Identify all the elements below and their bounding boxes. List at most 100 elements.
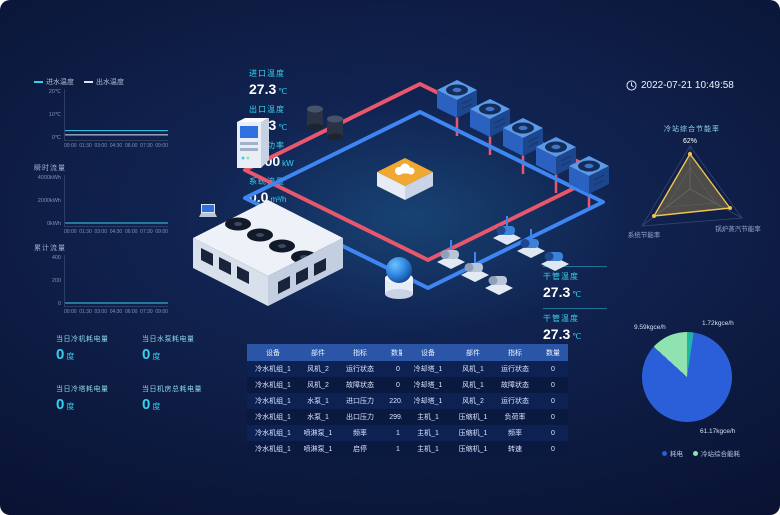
y-tick: 400 (51, 255, 61, 261)
legend-dot (662, 450, 667, 456)
pipe-temp-value: 27.3 (543, 326, 571, 342)
pie-chart (642, 332, 732, 422)
chart-canvas (65, 255, 168, 306)
chart-plot (64, 175, 168, 227)
table-cell: 0 (538, 441, 568, 457)
table-cell: 冷水机组_1 (247, 377, 299, 393)
y-tick: 2000kWh (37, 198, 61, 204)
x-tick: 03:00 (94, 229, 107, 235)
counter-unit: 度 (66, 352, 75, 361)
chart-canvas (65, 89, 168, 140)
counter-label: 当日机房总耗电量 (142, 386, 202, 393)
x-tick: 09:00 (155, 309, 168, 315)
pipe-temp-unit: ℃ (572, 290, 582, 299)
table-cell: 0 (538, 393, 568, 409)
legend-swatch (84, 80, 93, 83)
table-cell: 冷却塔_1 (402, 361, 454, 377)
table-cell: 运行状态 (492, 393, 538, 409)
x-tick: 03:00 (94, 309, 107, 315)
table-cell: 故障状态 (492, 377, 538, 393)
table-cell: 冷水机组_1 (247, 409, 299, 425)
counter-label: 当日冷机耗电量 (56, 336, 109, 343)
x-tick: 01:30 (79, 229, 92, 235)
table-cell: 主机_1 (402, 425, 454, 441)
radar-axis-left-label: 系统节能率 (628, 230, 661, 239)
counter-label: 当日水泵耗电量 (142, 336, 195, 343)
y-tick: 0 (57, 301, 61, 307)
chart-plot (64, 255, 168, 307)
table-header-row: 设备部件指标数量 (402, 344, 568, 361)
table-cell: 0 (538, 361, 568, 377)
chart-title: 瞬时流量 (34, 164, 66, 172)
column-header: 部件 (299, 344, 337, 361)
column-header: 设备 (247, 344, 299, 361)
x-tick: 07:30 (140, 143, 153, 149)
x-tick: 07:30 (140, 229, 153, 235)
y-tick: 10℃ (48, 112, 61, 118)
column-header: 部件 (454, 344, 492, 361)
table-cell: 冷水机组_1 (247, 393, 299, 409)
table-cell: 负荷率 (492, 409, 538, 425)
table-cell: 水泵_1 (299, 409, 337, 425)
table-cell: 故障状态 (337, 377, 383, 393)
pie-slice-label-green: 9.59kgce/h (634, 324, 666, 331)
table-cell: 压缩机_1 (454, 441, 492, 457)
table-cell: 冷却塔_1 (402, 393, 454, 409)
x-tick: 01:30 (79, 309, 92, 315)
table-cell: 压缩机_1 (454, 425, 492, 441)
counter-unit: 度 (66, 402, 75, 411)
y-tick: 0kWh (46, 221, 61, 227)
pie-slice-label-blue: 61.17kgce/h (700, 428, 736, 435)
y-tick: 4000kWh (37, 175, 61, 181)
x-tick: 00:00 (64, 143, 77, 149)
column-header: 指标 (337, 344, 383, 361)
chiller-unit (193, 200, 343, 306)
counter-value: 0 (142, 396, 151, 413)
x-tick: 00:00 (64, 309, 77, 315)
chart-canvas (65, 175, 168, 226)
x-tick: 04:30 (109, 143, 123, 149)
counter-unit: 度 (152, 352, 161, 361)
pipe-temp-label: 干管温度 (543, 314, 579, 323)
control-cabinet (237, 118, 269, 168)
chart-y-axis: 20℃ 10℃ 0℃ (34, 89, 64, 141)
column-header: 数量 (538, 344, 568, 361)
table-cell: 喷淋泵_1 (299, 441, 337, 457)
table-cell: 转速 (492, 441, 538, 457)
counter-value: 0 (142, 346, 151, 363)
y-tick: 0℃ (51, 135, 61, 141)
column-header: 设备 (402, 344, 454, 361)
efficiency-radar-chart: 62% 系统节能率 锅炉蒸汽节能率 (620, 134, 765, 257)
metric-inlet-temp: 进口温度 27.3℃ (249, 68, 287, 99)
chart-plot (64, 89, 168, 141)
table-cell: 水泵_1 (299, 393, 337, 409)
table-cell: 压缩机_1 (454, 409, 492, 425)
x-tick: 06:00 (124, 143, 138, 149)
chart-title: 累计流量 (34, 244, 66, 252)
x-tick: 09:00 (155, 143, 168, 149)
table-cell: 风机_1 (454, 377, 492, 393)
table-cell: 运行状态 (492, 361, 538, 377)
table-cell: 喷淋泵_1 (299, 425, 337, 441)
x-tick: 07:30 (140, 309, 153, 315)
metric-value: 27.3 (249, 81, 277, 97)
table-cell: 冷水机组_1 (247, 361, 299, 377)
y-tick: 20℃ (48, 89, 61, 95)
cloud-gateway (377, 158, 433, 200)
